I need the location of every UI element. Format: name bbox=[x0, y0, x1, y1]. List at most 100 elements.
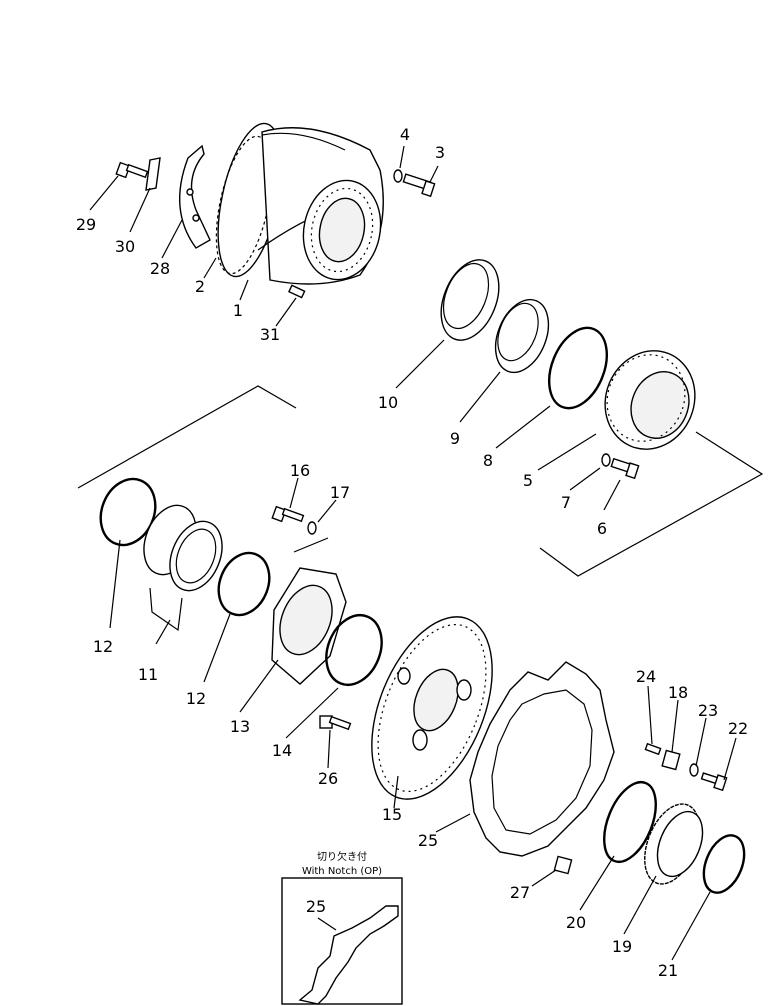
label-16: 16 bbox=[290, 461, 310, 480]
label-20: 20 bbox=[566, 913, 586, 932]
label-7: 7 bbox=[561, 493, 571, 512]
o-ring-8 bbox=[548, 326, 608, 410]
label-inset25: 25 bbox=[306, 897, 326, 916]
leader-20 bbox=[579, 855, 615, 911]
label-13: 13 bbox=[230, 717, 250, 736]
leader-26 bbox=[327, 729, 331, 769]
leader-12a bbox=[109, 539, 121, 629]
label-25: 25 bbox=[418, 831, 438, 850]
label-17: 17 bbox=[330, 483, 350, 502]
label-9: 9 bbox=[450, 429, 460, 448]
label-23: 23 bbox=[698, 701, 718, 720]
label-4: 4 bbox=[400, 125, 410, 144]
label-24: 24 bbox=[636, 667, 656, 686]
nut-27 bbox=[553, 855, 573, 875]
leader-6 bbox=[603, 479, 621, 511]
seat-10 bbox=[440, 259, 500, 341]
label-28: 28 bbox=[150, 259, 170, 278]
pin-31 bbox=[288, 284, 306, 299]
leader-9 bbox=[459, 371, 501, 423]
bolt-29 bbox=[115, 161, 149, 179]
inset-title-jp: 切り欠き付 bbox=[317, 850, 367, 863]
leader-3 bbox=[429, 165, 439, 183]
leader-27 bbox=[531, 869, 557, 887]
label-3: 3 bbox=[435, 143, 445, 162]
label-12b: 12 bbox=[186, 689, 206, 708]
bolt-6 bbox=[610, 457, 640, 480]
leader-24 bbox=[647, 685, 653, 745]
label-2: 2 bbox=[195, 277, 205, 296]
bearing-9 bbox=[494, 298, 550, 374]
leader-23 bbox=[695, 717, 707, 767]
label-18: 18 bbox=[668, 683, 688, 702]
notch-option-inset: 切り欠き付 With Notch (OP) 25 bbox=[281, 850, 403, 1005]
nut-18 bbox=[661, 749, 681, 771]
leader-1 bbox=[239, 279, 249, 301]
label-22: 22 bbox=[728, 719, 748, 738]
label-26: 26 bbox=[318, 769, 338, 788]
leader-19 bbox=[623, 875, 657, 935]
o-ring-20 bbox=[603, 780, 657, 864]
cover-19 bbox=[644, 803, 704, 885]
part-labels: 1 2 3 4 5 6 7 8 9 10 11 12 12 13 14 15 1… bbox=[76, 125, 748, 980]
bolt-26 bbox=[319, 715, 352, 731]
o-ring-12b bbox=[217, 551, 271, 617]
bolt-16 bbox=[271, 505, 305, 523]
label-12a: 12 bbox=[93, 637, 113, 656]
cover-5 bbox=[604, 350, 696, 450]
label-30: 30 bbox=[115, 237, 135, 256]
leader-29 bbox=[89, 175, 119, 211]
leader-30 bbox=[129, 187, 151, 233]
label-29: 29 bbox=[76, 215, 96, 234]
bolt-3 bbox=[402, 173, 436, 198]
label-5: 5 bbox=[523, 471, 533, 490]
label-15: 15 bbox=[382, 805, 402, 824]
pin-24 bbox=[644, 742, 662, 756]
leader-5 bbox=[537, 433, 597, 471]
plate-30 bbox=[145, 157, 161, 191]
leader-11 bbox=[155, 619, 171, 645]
label-21: 21 bbox=[658, 961, 678, 980]
leader-22 bbox=[723, 737, 737, 781]
leader-18 bbox=[671, 699, 679, 753]
o-ring-21 bbox=[702, 834, 746, 894]
group-outline-mid bbox=[293, 537, 329, 553]
leader-8 bbox=[495, 405, 551, 449]
leader-15 bbox=[393, 775, 399, 809]
label-19: 19 bbox=[612, 937, 632, 956]
bolt-22 bbox=[700, 772, 728, 792]
group-outline-right bbox=[539, 431, 764, 577]
label-14: 14 bbox=[272, 741, 292, 760]
leader-inset25 bbox=[317, 917, 337, 931]
label-8: 8 bbox=[483, 451, 493, 470]
final-drive-housing bbox=[215, 122, 384, 285]
label-31: 31 bbox=[260, 325, 280, 344]
leader-lines bbox=[89, 145, 737, 961]
sprocket-segment-25 bbox=[469, 661, 615, 857]
leader-13 bbox=[239, 659, 279, 713]
hub-15 bbox=[371, 616, 493, 800]
label-6: 6 bbox=[597, 519, 607, 538]
group-outline-upper bbox=[77, 385, 297, 489]
leader-14 bbox=[285, 687, 339, 739]
leader-7 bbox=[569, 467, 601, 491]
seal-11 bbox=[143, 504, 223, 632]
washer-23 bbox=[689, 763, 699, 777]
label-10: 10 bbox=[378, 393, 398, 412]
cover-28 bbox=[178, 144, 211, 249]
leader-28 bbox=[161, 219, 183, 259]
label-11: 11 bbox=[138, 665, 158, 684]
washer-7 bbox=[601, 453, 611, 467]
leader-12b bbox=[203, 613, 231, 683]
washer-4 bbox=[393, 169, 403, 183]
label-27: 27 bbox=[510, 883, 530, 902]
leader-17 bbox=[317, 499, 337, 523]
inset-title-en: With Notch (OP) bbox=[302, 866, 382, 877]
leader-10 bbox=[395, 339, 445, 389]
retainer-13 bbox=[271, 567, 347, 685]
leader-31 bbox=[275, 297, 297, 327]
label-1: 1 bbox=[233, 301, 243, 320]
o-ring-14 bbox=[325, 614, 383, 686]
leader-21 bbox=[671, 891, 711, 961]
